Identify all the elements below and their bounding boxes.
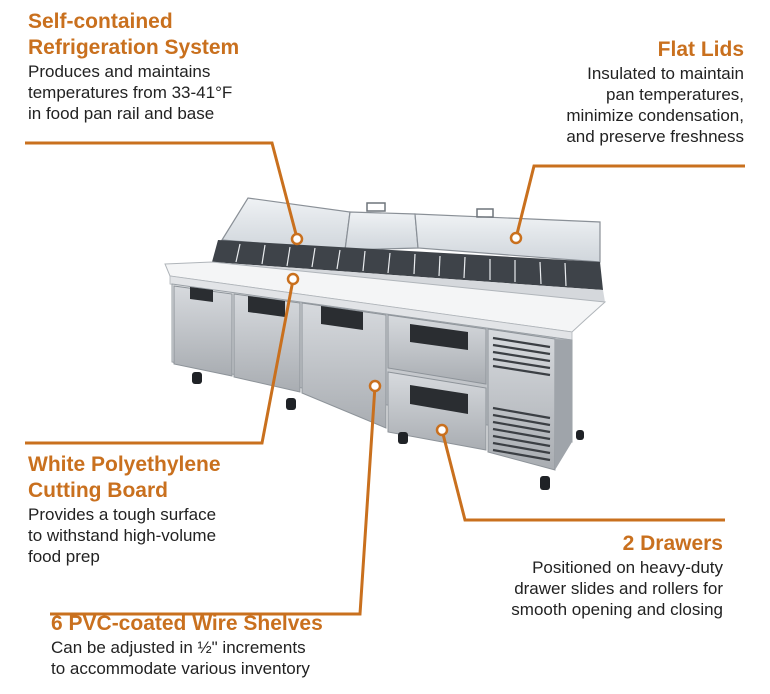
cutting-board-body: Provides a tough surface to withstand hi…	[28, 505, 217, 566]
flat-lids-body: Insulated to maintain pan temperatures, …	[566, 64, 744, 146]
cutting-board-title: White Polyethylene Cutting Board	[28, 452, 221, 504]
drawers-title: 2 Drawers	[622, 532, 723, 555]
flat-lids	[220, 197, 601, 263]
wire-shelves-body: Can be adjusted in ½" increments to acco…	[51, 638, 310, 678]
cabinet-body	[171, 283, 573, 471]
cutting-board-title-line1: White Polyethylene	[28, 453, 221, 476]
refrigeration-title: Self-contained Refrigeration System	[28, 9, 239, 61]
door-2	[233, 293, 301, 393]
callout-wire-shelves: 6 PVC-coated Wire Shelves Can be adjuste…	[51, 611, 323, 679]
flat-lids-title: Flat Lids	[657, 38, 744, 61]
casters	[192, 372, 584, 490]
drawers-body: Positioned on heavy-duty drawer slides a…	[511, 558, 723, 619]
wire-shelves-title: 6 PVC-coated Wire Shelves	[51, 612, 323, 635]
leader-dots	[286, 231, 523, 437]
refrigeration-title-line2: Refrigeration System	[28, 36, 240, 59]
door-3	[301, 302, 387, 429]
cutting-board-title-line2: Cutting Board	[28, 479, 168, 502]
leader-lines	[25, 141, 745, 616]
callout-refrigeration: Self-contained Refrigeration System Prod…	[28, 9, 239, 124]
callout-flat-lids: Flat Lids Insulated to maintain pan temp…	[566, 37, 744, 147]
callout-drawers: 2 Drawers Positioned on heavy-duty drawe…	[511, 531, 723, 620]
refrigeration-body: Produces and maintains temperatures from…	[28, 62, 233, 123]
refrigeration-title-line1: Self-contained	[28, 10, 173, 33]
callout-cutting-board: White Polyethylene Cutting Board Provide…	[28, 452, 221, 567]
